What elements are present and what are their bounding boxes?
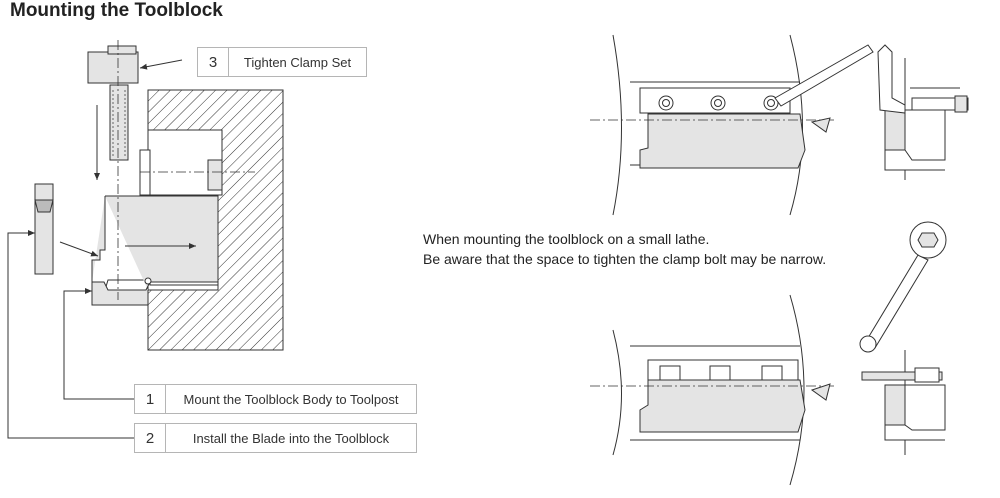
clamp-nut — [207, 159, 223, 191]
note-line-1: When mounting the toolblock on a small l… — [423, 231, 710, 247]
step-2-box: 2 Install the Blade into the Toolblock — [134, 423, 417, 453]
step-3-label: Tighten Clamp Set — [243, 54, 352, 70]
arrow-clamp — [139, 59, 183, 70]
clamp-bolt-shank — [109, 84, 129, 161]
arrow-blade — [59, 241, 99, 257]
step-2-label: Install the Blade into the Toolblock — [192, 430, 390, 446]
leader-step-2 — [7, 230, 134, 439]
step-3-number: 3 — [198, 48, 229, 76]
pin-hole — [144, 277, 152, 285]
leader-step-1 — [63, 288, 134, 400]
note-line-2: Be aware that the space to tighten the c… — [423, 251, 827, 267]
step-1-box: 1 Mount the Toolblock Body to Toolpost — [134, 384, 417, 414]
clamp-bolt-head — [87, 51, 139, 84]
hex-key-top — [774, 44, 874, 107]
right-top-drawing — [590, 34, 969, 216]
step-1-label: Mount the Toolblock Body to Toolpost — [183, 391, 399, 407]
wrench-icon — [859, 221, 947, 353]
toolpost-slot — [139, 149, 151, 196]
right-bottom-drawing — [590, 221, 947, 486]
blade — [34, 183, 54, 275]
top-blade-holder — [639, 113, 806, 169]
step-2-number: 2 — [135, 424, 166, 452]
top-side-view — [877, 44, 969, 180]
bottom-side-view — [861, 350, 946, 455]
step-1-number: 1 — [135, 385, 166, 413]
bottom-blade-holder — [639, 379, 806, 433]
hex-key-side — [877, 44, 906, 114]
bottom-screws — [659, 365, 783, 381]
left-assembly-drawing — [7, 40, 284, 439]
mounting-note: When mounting the toolblock on a small l… — [423, 229, 826, 269]
top-screws — [658, 95, 779, 111]
page-title: Mounting the Toolblock — [10, 0, 223, 21]
step-3-box: 3 Tighten Clamp Set — [197, 47, 367, 77]
